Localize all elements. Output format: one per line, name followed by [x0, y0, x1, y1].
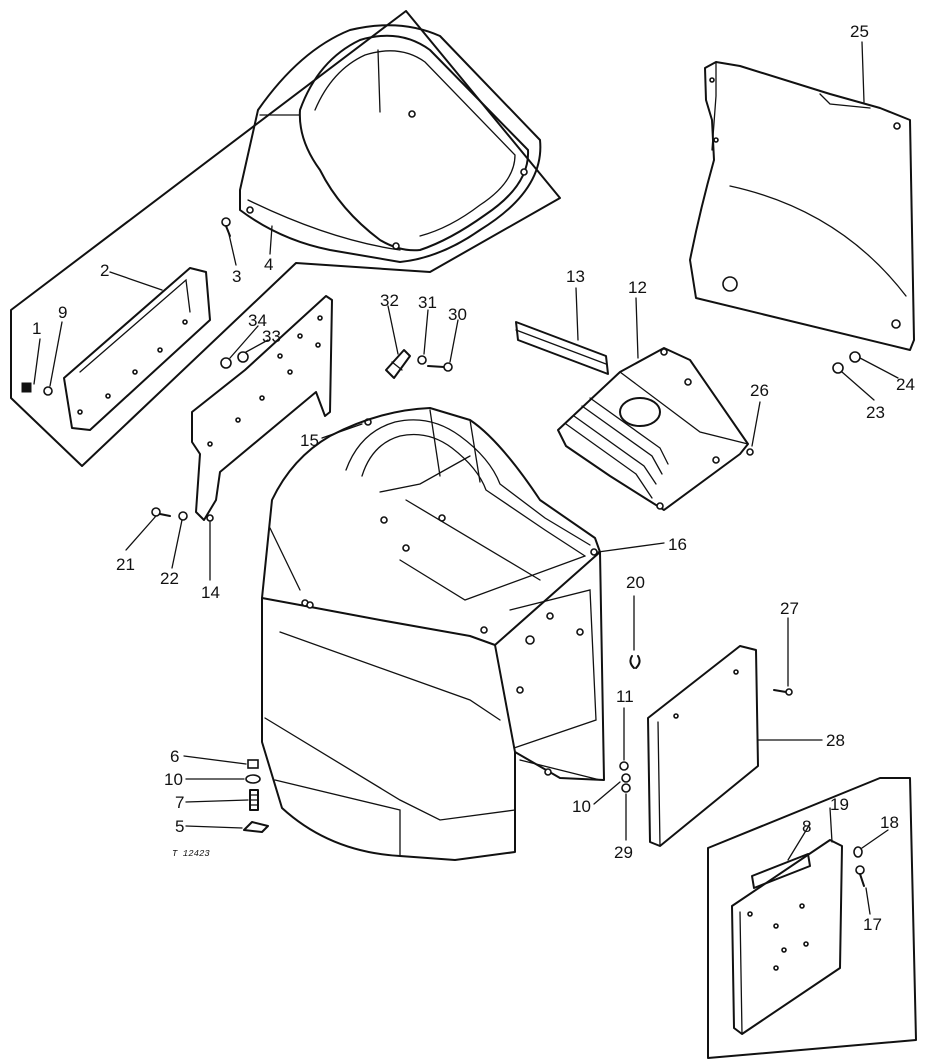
callout-34: 34 — [248, 311, 267, 330]
part-30-bolt — [427, 362, 453, 372]
callout-14: 14 — [201, 583, 220, 602]
part-34-nut — [220, 357, 232, 369]
callout-30: 30 — [448, 305, 467, 324]
part-20-clip — [629, 655, 641, 669]
figure-code: T 12423 — [172, 849, 210, 859]
callout-16: 16 — [668, 535, 687, 554]
callout-13: 13 — [566, 267, 585, 286]
part-27-bolt — [773, 688, 793, 696]
callout-23: 23 — [866, 403, 885, 422]
callout-6: 6 — [170, 747, 179, 766]
part-6-nut — [247, 759, 259, 769]
callout-17: 17 — [863, 915, 882, 934]
callout-19: 19 — [830, 795, 849, 814]
leader-lines — [33, 41, 899, 915]
callout-9: 9 — [58, 303, 67, 322]
callout-labels: 1 2 3 4 5 6 7 8 9 10 10 11 12 13 14 15 1… — [32, 22, 915, 934]
part-29-nut — [621, 783, 631, 793]
part-2-bracket — [63, 267, 211, 431]
callout-7: 7 — [175, 793, 184, 812]
callout-12: 12 — [628, 278, 647, 297]
callout-18: 18 — [880, 813, 899, 832]
callout-28: 28 — [826, 731, 845, 750]
callout-5: 5 — [175, 817, 184, 836]
part-28-cover-plate — [647, 645, 759, 847]
callout-8: 8 — [802, 817, 811, 836]
part-7-spring — [249, 789, 259, 811]
callout-26: 26 — [750, 381, 769, 400]
part-22-washer — [178, 511, 188, 521]
callout-31: 31 — [418, 293, 437, 312]
callout-4: 4 — [264, 255, 273, 274]
part-16-main-housing — [261, 407, 605, 861]
callout-33: 33 — [262, 327, 281, 346]
callout-20: 20 — [626, 573, 645, 592]
callout-29: 29 — [614, 843, 633, 862]
part-9-washer — [43, 386, 53, 396]
part-26-screw — [746, 448, 754, 456]
part-5-pad — [243, 821, 269, 833]
callout-15: 15 — [300, 431, 319, 450]
callout-2: 2 — [100, 261, 109, 280]
callout-10b: 10 — [572, 797, 591, 816]
part-19-plate — [731, 839, 843, 1035]
part-12-console-cover — [557, 347, 749, 511]
inset-frame-upper-left — [10, 10, 561, 467]
part-11-bolt — [619, 761, 629, 771]
part-21-bolt — [151, 507, 171, 517]
callout-27: 27 — [780, 599, 799, 618]
callout-32: 32 — [380, 291, 399, 310]
callout-3: 3 — [232, 267, 241, 286]
part-10-washer-right — [621, 773, 631, 783]
callout-11: 11 — [616, 687, 634, 706]
part-31-washer — [417, 355, 427, 365]
callout-24: 24 — [896, 375, 915, 394]
callout-25: 25 — [850, 22, 869, 41]
part-32-clip — [385, 349, 411, 379]
part-4-seat-pan — [239, 24, 542, 263]
part-18-washer — [853, 846, 863, 858]
part-13-strip — [515, 321, 609, 375]
part-1-bolt — [21, 382, 32, 393]
part-24-washer — [849, 351, 861, 363]
part-33-washer — [237, 351, 249, 363]
part-8-strip — [751, 853, 811, 889]
part-14-mounting-plate — [191, 295, 333, 522]
part-17-bolt — [855, 865, 865, 887]
inset-frame-lower-right — [707, 777, 917, 1059]
callout-1: 1 — [32, 319, 41, 338]
part-10-washer-left — [245, 774, 261, 784]
callout-21: 21 — [116, 555, 135, 574]
callout-22: 22 — [160, 569, 179, 588]
part-23-nut — [832, 362, 844, 374]
callout-10a: 10 — [164, 770, 183, 789]
part-25-side-panel — [689, 61, 915, 351]
